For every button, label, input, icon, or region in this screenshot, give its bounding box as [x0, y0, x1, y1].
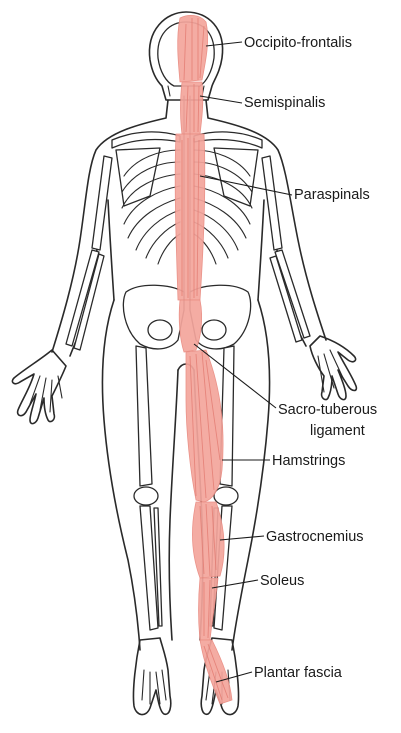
label-sacro-tuberous-line1: Sacro-tuberous	[278, 402, 377, 418]
paraspinals-muscle	[175, 134, 205, 300]
left-hand	[12, 350, 66, 424]
occipito-frontalis-muscle	[178, 15, 208, 82]
sacro-tuberous-ligament-shape	[179, 300, 201, 352]
left-foot	[133, 638, 170, 715]
label-soleus: Soleus	[260, 573, 304, 589]
label-gastrocnemius: Gastrocnemius	[266, 529, 364, 545]
label-semispinalis: Semispinalis	[244, 95, 325, 111]
label-sacro-tuberous-line2: ligament	[310, 423, 365, 439]
semispinalis-muscle	[181, 82, 203, 134]
label-paraspinals: Paraspinals	[294, 187, 370, 203]
anatomy-labels: Occipito-frontalis Semispinalis Paraspin…	[244, 35, 377, 681]
right-hand	[310, 336, 356, 400]
label-hamstrings: Hamstrings	[272, 453, 345, 469]
label-occipito-frontalis: Occipito-frontalis	[244, 35, 352, 51]
label-plantar-fascia: Plantar fascia	[254, 665, 343, 681]
